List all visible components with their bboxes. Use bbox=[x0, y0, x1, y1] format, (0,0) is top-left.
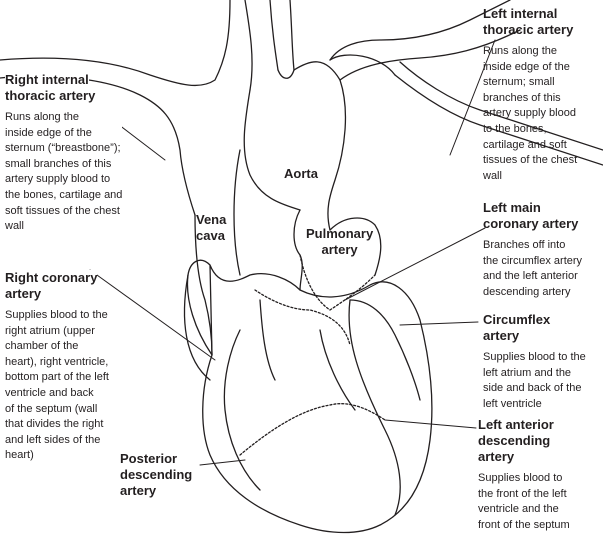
title-line: descending bbox=[120, 467, 193, 482]
title-line: Right coronary bbox=[5, 270, 98, 285]
desc-line: small branches of this bbox=[5, 156, 123, 173]
desc-line: Supplies blood to the bbox=[5, 309, 108, 321]
title-line: cava bbox=[196, 228, 225, 243]
right-coronary-path bbox=[223, 329, 261, 491]
title-line: Pulmonary bbox=[306, 226, 374, 241]
desc-line: Runs along the bbox=[5, 110, 123, 126]
desc-line: and left sides of the bbox=[5, 433, 101, 446]
desc-line: the front of the left bbox=[478, 487, 567, 500]
desc-line: heart), right ventricle, bbox=[5, 355, 109, 368]
title-line: thoracic artery bbox=[5, 88, 96, 103]
label-right-coronary-artery: Right coronary artery Supplies blood to … bbox=[5, 270, 109, 464]
title-line: coronary artery bbox=[483, 216, 579, 231]
posterior-descending-path bbox=[239, 403, 386, 456]
desc-line: artery supply blood bbox=[483, 107, 576, 120]
title-line: Vena bbox=[196, 212, 227, 227]
title-line: Left anterior bbox=[478, 417, 554, 432]
desc-line: tissues of the chest bbox=[483, 154, 578, 167]
desc-line: inside edge of the bbox=[483, 60, 570, 73]
label-left-anterior-descending-artery: Left anterior descending artery Supplies… bbox=[478, 417, 570, 533]
desc-line: side and back of the bbox=[483, 382, 582, 395]
leader-lines bbox=[89, 39, 496, 466]
left-anterior-descending-path bbox=[348, 299, 401, 516]
title-line: artery bbox=[483, 328, 520, 343]
title-line: Aorta bbox=[284, 166, 318, 182]
desc-line: ventricle and back bbox=[5, 386, 94, 399]
pulmonary-artery-outline bbox=[293, 209, 303, 291]
desc-line: of the septum (wall bbox=[5, 402, 98, 415]
title-line: Circumflex bbox=[483, 312, 551, 327]
aorta-outline bbox=[243, 89, 301, 211]
title-line: Left internal bbox=[483, 6, 558, 21]
desc-line: Supplies blood to bbox=[478, 472, 563, 484]
desc-line: the bones, cartilage and bbox=[5, 187, 123, 204]
desc-line: left ventricle bbox=[483, 397, 542, 410]
title-line: artery bbox=[478, 449, 515, 464]
label-right-internal-thoracic-artery: Right internal thoracic artery Runs alon… bbox=[5, 72, 123, 235]
desc-line: right atrium (upper bbox=[5, 324, 95, 337]
title-line: artery bbox=[120, 483, 157, 498]
desc-line: descending artery bbox=[483, 285, 571, 298]
desc-line: the circumflex artery bbox=[483, 254, 583, 267]
title-line: thoracic artery bbox=[483, 22, 574, 37]
desc-line: sternum (“breastbone”); bbox=[5, 141, 123, 157]
desc-line: that divides the right bbox=[5, 418, 104, 431]
title-line: artery bbox=[321, 242, 358, 257]
desc-line: chamber of the bbox=[5, 340, 79, 353]
desc-line: Runs along the bbox=[483, 45, 557, 57]
title-line: Left main bbox=[483, 200, 541, 215]
desc-line: wall bbox=[483, 169, 502, 182]
circumflex-path bbox=[349, 299, 421, 401]
desc-line: front of the septum bbox=[478, 518, 570, 531]
desc-line: branches of this bbox=[483, 91, 561, 104]
label-circumflex-artery: Circumflex artery Supplies blood to the … bbox=[483, 312, 586, 412]
label-pulmonary-artery: Pulmonary artery bbox=[306, 226, 373, 258]
desc-line: bottom part of the left bbox=[5, 371, 109, 384]
desc-line: soft tissues of the chest bbox=[5, 203, 123, 220]
label-aorta: Aorta bbox=[284, 166, 318, 182]
title-line: Posterior bbox=[120, 451, 178, 466]
label-posterior-descending-artery: Posterior descending artery bbox=[120, 451, 192, 499]
label-vena-cava: Vena cava bbox=[196, 212, 226, 244]
desc-line: artery supply blood to bbox=[5, 172, 123, 188]
title-line: artery bbox=[5, 286, 42, 301]
desc-line: heart) bbox=[5, 449, 34, 462]
title-line: Right internal bbox=[5, 72, 89, 87]
label-left-main-coronary-artery: Left main coronary artery Branches off i… bbox=[483, 200, 582, 300]
desc-line: sternum; small bbox=[483, 76, 555, 89]
left-subclavian-branch bbox=[0, 0, 231, 87]
desc-line: ventricle and the bbox=[478, 503, 559, 516]
desc-line: to the bones, bbox=[483, 122, 547, 135]
desc-line: left atrium and the bbox=[483, 366, 572, 379]
desc-line: cartilage and soft bbox=[483, 138, 567, 151]
desc-line: Branches off into bbox=[483, 239, 566, 251]
title-line: descending bbox=[478, 433, 551, 448]
desc-line: Supplies blood to the bbox=[483, 351, 586, 363]
desc-line: inside edge of the bbox=[5, 125, 123, 142]
desc-line: wall bbox=[5, 219, 123, 235]
desc-line: and the left anterior bbox=[483, 270, 578, 283]
label-left-internal-thoracic-artery: Left internal thoracic artery Runs along… bbox=[483, 6, 577, 184]
